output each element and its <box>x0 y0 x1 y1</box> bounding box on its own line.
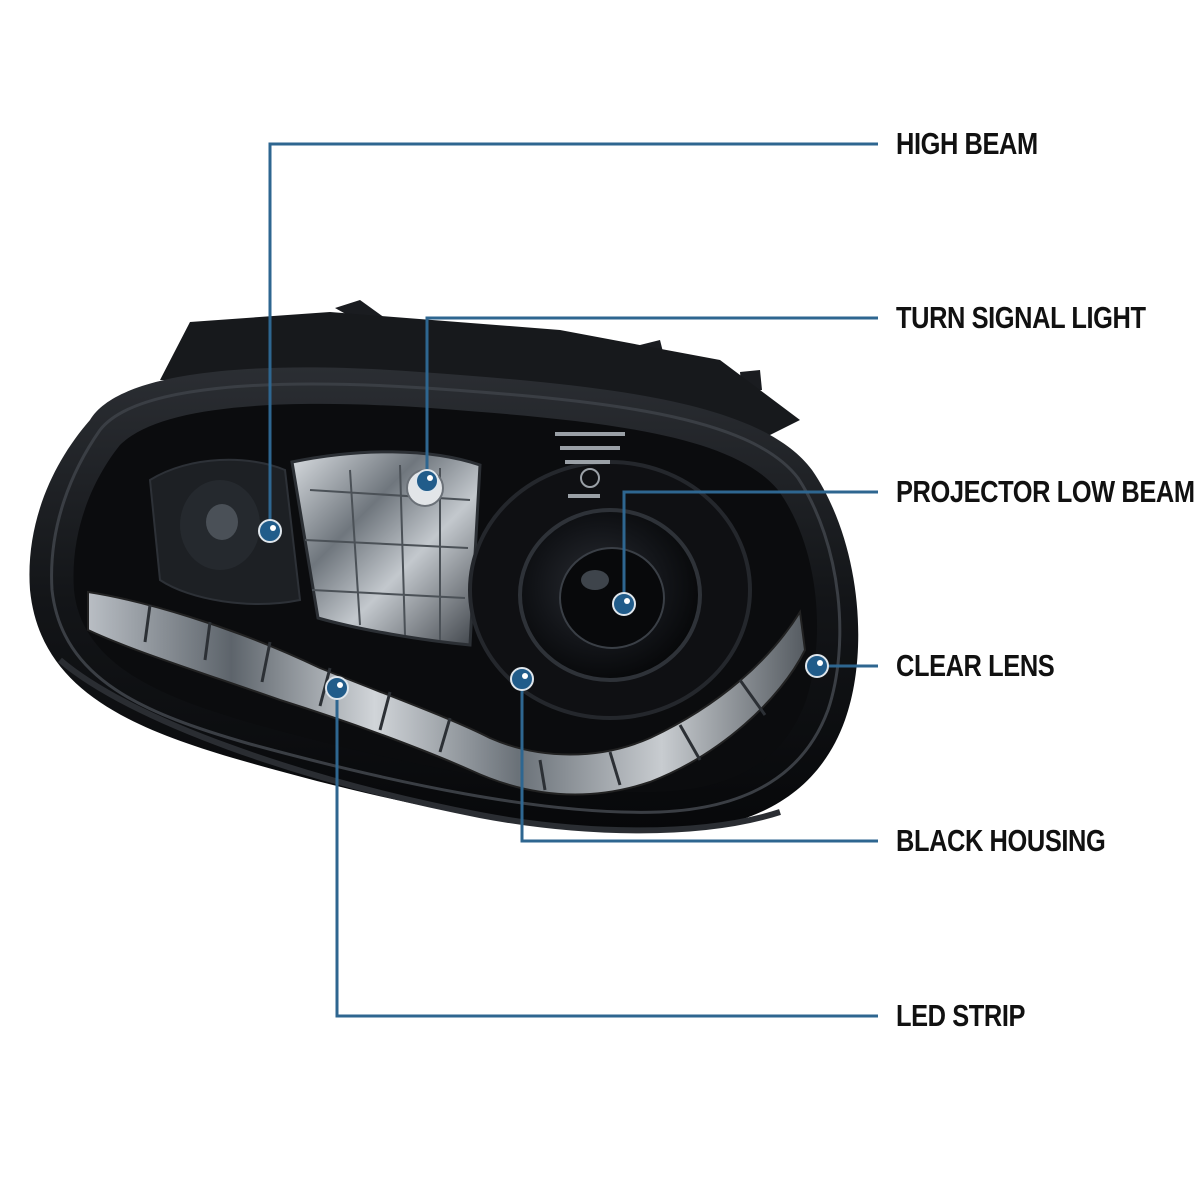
callout-dot-icon <box>325 676 349 700</box>
projector-lens <box>559 547 665 649</box>
label-led-strip: LED STRIP <box>896 998 1026 1033</box>
headlight-illustration <box>29 300 859 834</box>
turn-signal-reflector <box>290 450 482 647</box>
label-clear-lens: CLEAR LENS <box>896 648 1055 683</box>
led-strip-chrome <box>87 590 807 796</box>
leader-line-turn-signal-light <box>425 316 878 481</box>
callout-dot-icon <box>612 592 636 616</box>
high-beam-bulb-center <box>206 504 238 540</box>
leader-line-black-housing <box>520 679 878 843</box>
callout-dot-icon <box>258 519 282 543</box>
leader-line-projector-low-beam <box>622 490 878 604</box>
projector-highlight <box>581 570 609 590</box>
leader-lines <box>268 142 878 1018</box>
led-strip-segments <box>143 604 767 791</box>
bottom-lip <box>58 657 781 834</box>
callout-dot-icon <box>510 667 534 691</box>
label-high-beam: HIGH BEAM <box>896 126 1038 161</box>
bezel-rim <box>50 382 842 814</box>
callout-dot-icon <box>805 654 829 678</box>
leader-line-high-beam <box>268 142 878 531</box>
label-projector-low-beam: PROJECTOR LOW BEAM <box>896 474 1195 509</box>
leader-line-led-strip <box>335 688 878 1018</box>
callout-markers <box>258 469 829 700</box>
certification-marks <box>555 432 625 498</box>
label-black-housing: BLACK HOUSING <box>896 823 1106 858</box>
callout-dot-icon <box>415 469 439 493</box>
reflector-facets <box>304 464 471 640</box>
label-turn-signal-light: TURN SIGNAL LIGHT <box>896 300 1146 335</box>
